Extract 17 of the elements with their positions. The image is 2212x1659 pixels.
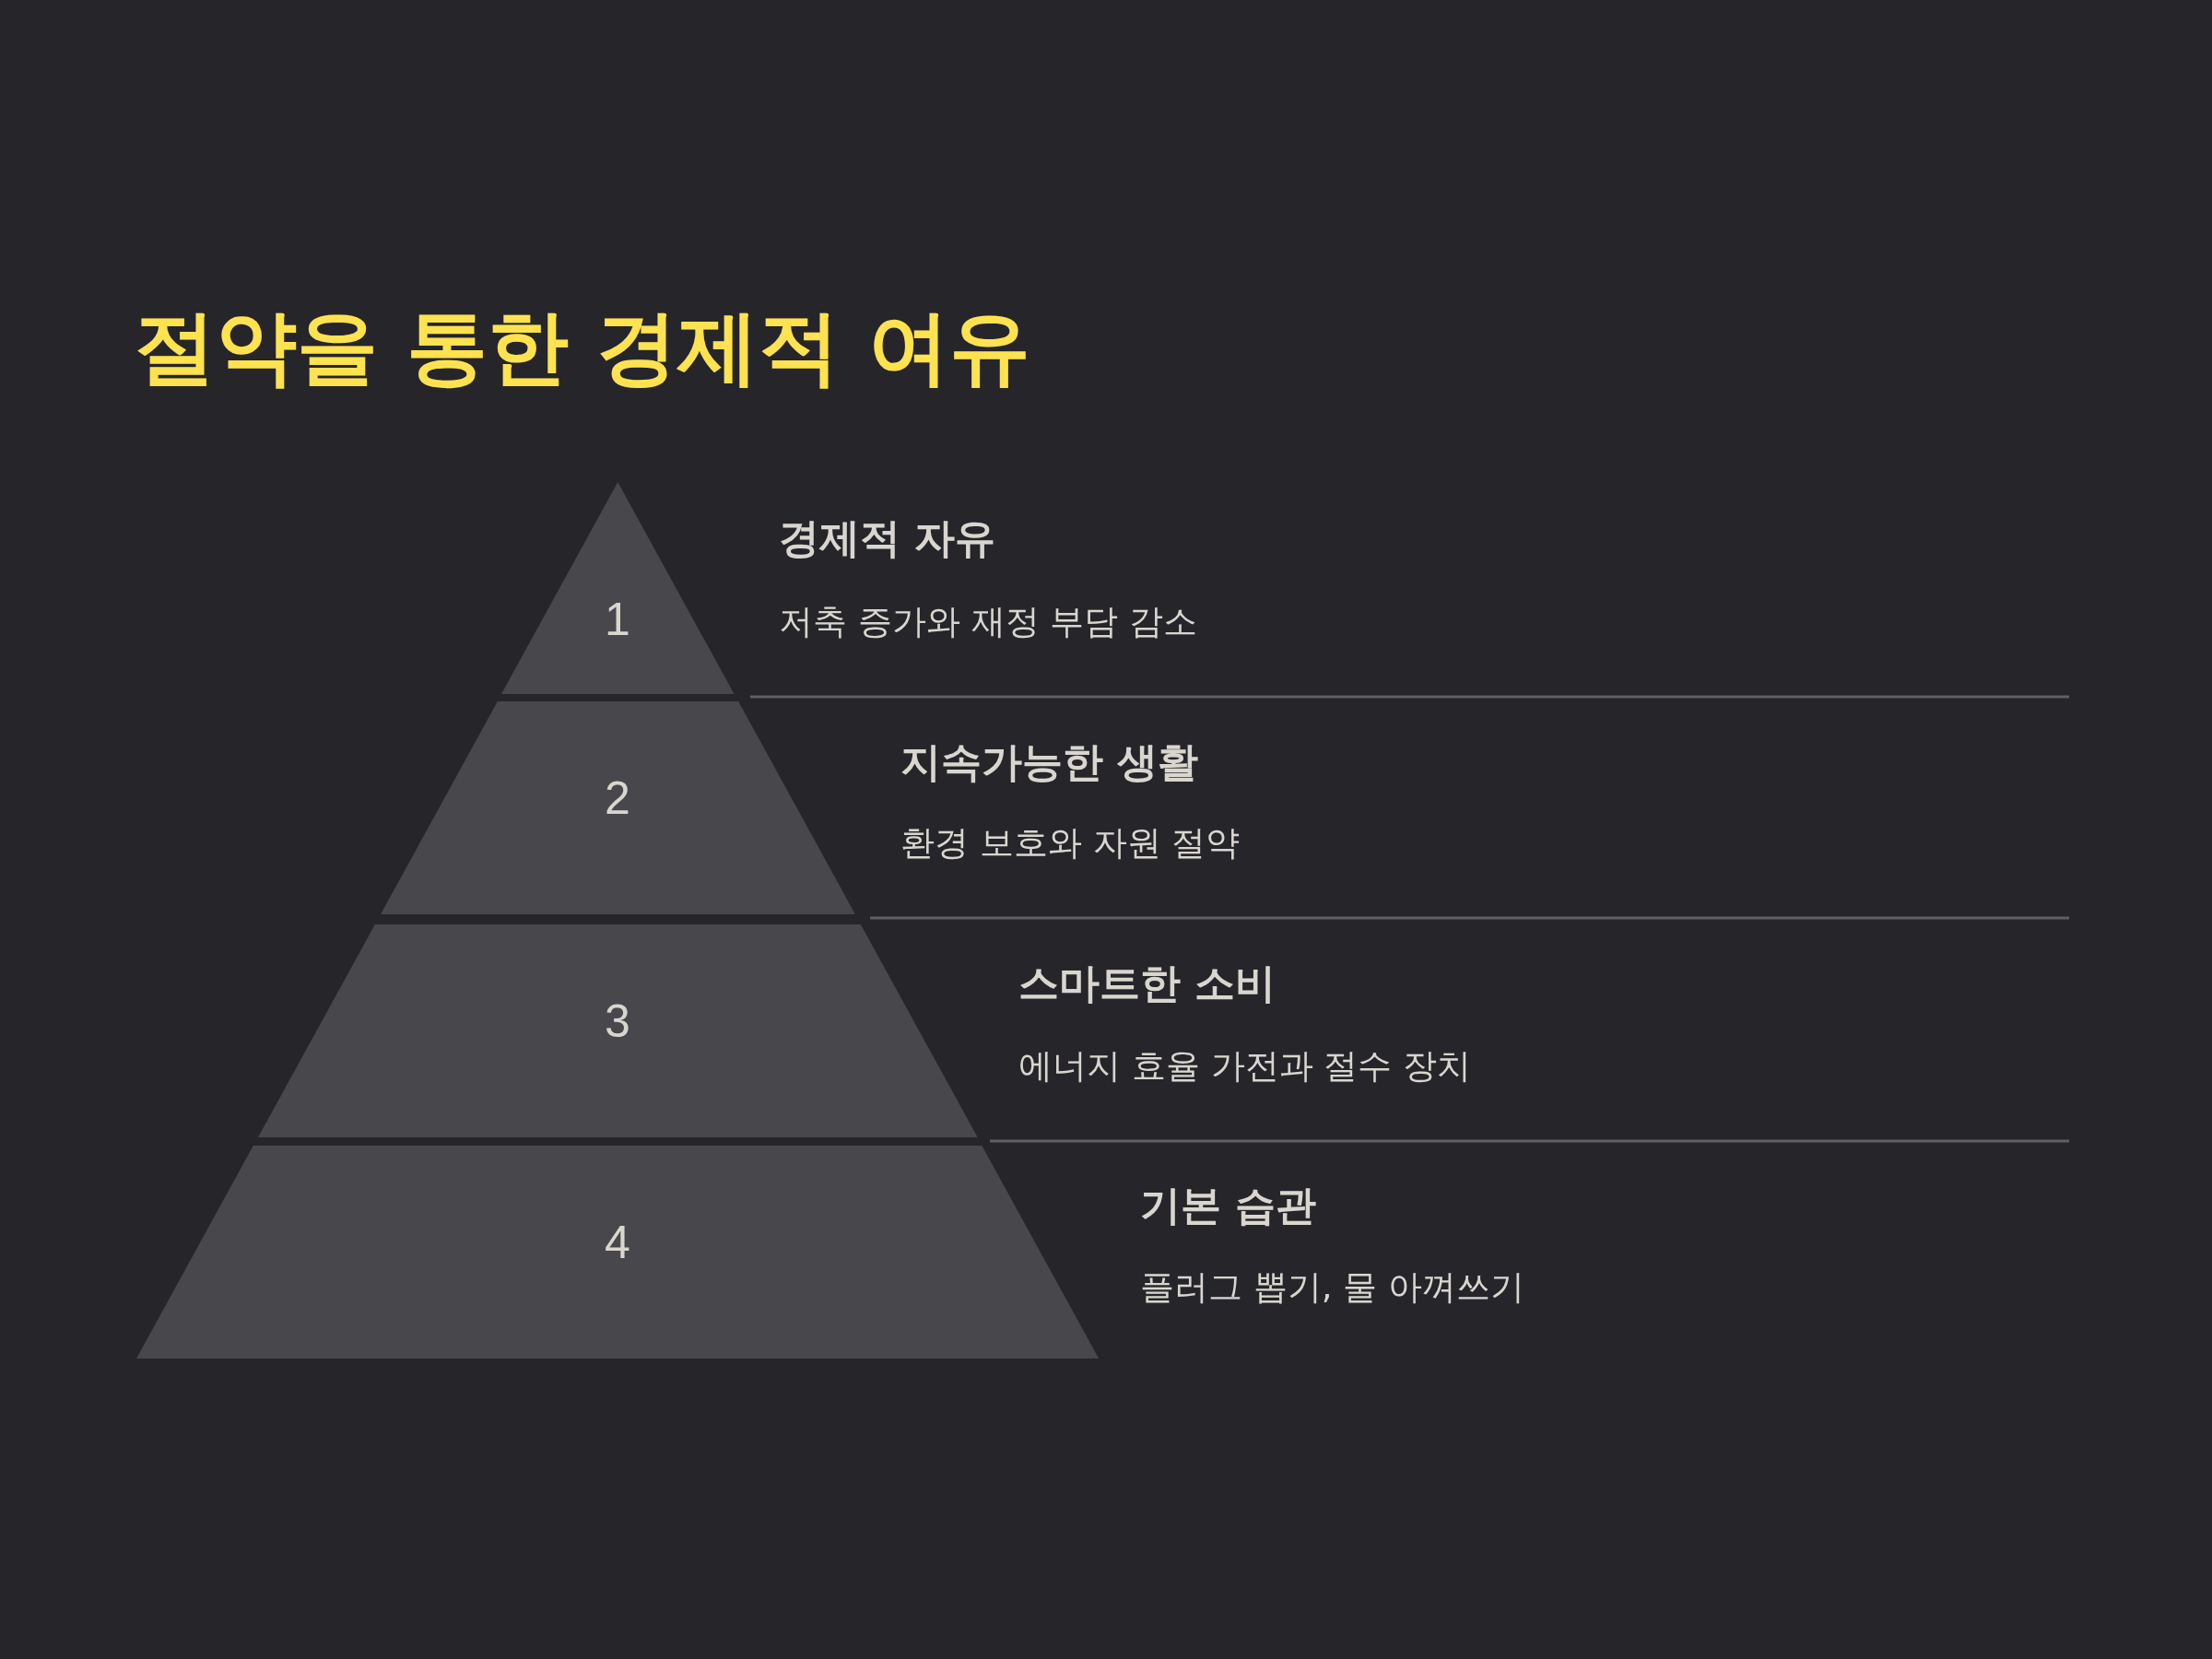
tier-description: 플러그 뽑기, 물 아껴쓰기 [1140,1266,1525,1309]
pyramid-tier [135,1146,1100,1359]
tier-description: 저축 증가와 재정 부담 감소 [779,601,1198,643]
tier-heading: 스마트한 소비 [1018,959,1277,1008]
pyramid-tier [380,701,855,914]
tier-number: 4 [605,1216,630,1270]
tier-heading: 경제적 자유 [779,513,996,563]
tier-description: 환경 보호와 자원 절약 [900,822,1241,865]
tier-number: 1 [605,592,630,646]
tier-description: 에너지 효율 가전과 절수 장치 [1018,1045,1472,1088]
title: 절약을 통한 경제적 여유 [135,299,1030,396]
tier-number: 3 [605,994,630,1049]
tier-number: 2 [605,771,630,826]
pyramid-tier [500,482,735,694]
tier-heading: 지속가능한 생활 [900,737,1199,787]
tier-heading: 기본 습관 [1140,1181,1317,1230]
pyramid-tier [257,924,978,1137]
